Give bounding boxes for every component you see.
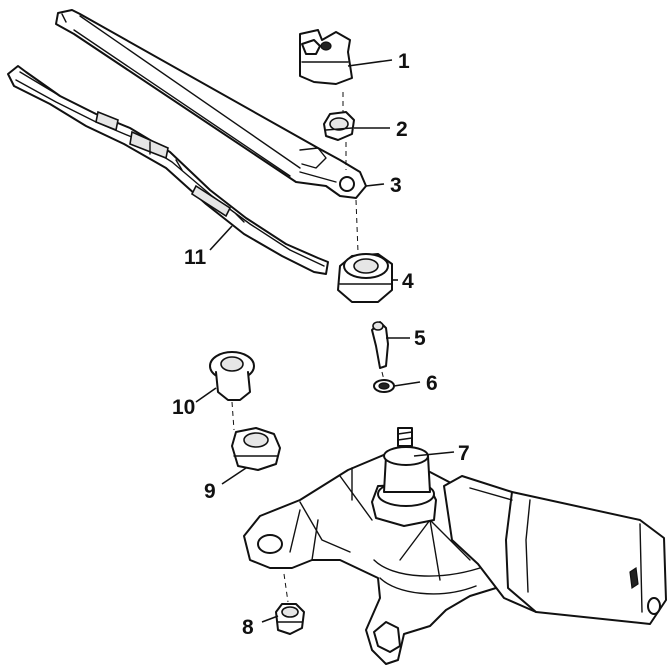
sealing-bush	[337, 253, 393, 303]
alignment-lines	[231, 92, 385, 603]
mount-nut	[275, 603, 305, 635]
callout-5: 5	[414, 327, 426, 350]
callout-7: 7	[458, 442, 470, 465]
grommet-upper	[209, 351, 255, 401]
wiper-arm	[55, 9, 367, 199]
grommet-lower	[231, 427, 281, 471]
callout-11: 11	[184, 246, 207, 269]
callout-1: 1	[398, 50, 410, 73]
callout-4: 4	[402, 270, 414, 293]
washer	[373, 379, 395, 393]
pin	[371, 321, 389, 369]
callout-labels: 1 2 3 4 5 6 7 8 9 10 11	[172, 50, 470, 639]
wiper-blade	[7, 65, 329, 275]
callout-2: 2	[396, 118, 408, 141]
callout-3: 3	[390, 174, 402, 197]
callout-10: 10	[172, 396, 195, 419]
wiper-motor	[243, 427, 667, 665]
callout-9: 9	[204, 480, 216, 503]
nut	[323, 111, 355, 141]
leader-lines	[195, 59, 455, 623]
callout-6: 6	[426, 372, 438, 395]
callout-8: 8	[242, 616, 254, 639]
cover-cap	[299, 29, 353, 85]
